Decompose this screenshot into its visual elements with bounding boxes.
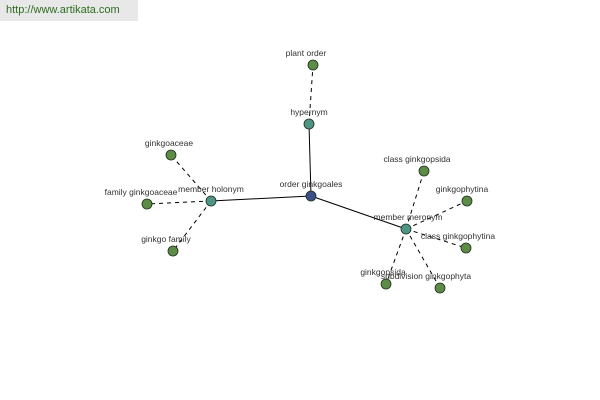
node-label-class-ginkgophytina[interactable]: class ginkgophytina <box>421 231 495 241</box>
node-label-plant-order[interactable]: plant order <box>286 48 327 58</box>
node-center[interactable] <box>305 190 317 202</box>
node-label-member-holonym[interactable]: member holonym <box>178 184 244 194</box>
node-subdivision-ginkgophyta[interactable] <box>434 282 446 294</box>
credit-link[interactable]: http://www.artikata.com <box>0 0 138 21</box>
edge-center-to-member-meronym <box>310 195 407 230</box>
nodes-layer <box>141 59 473 294</box>
edge-member-holonym-to-ginkgo-family <box>172 200 212 252</box>
edge-member-meronym-to-ginkgopsida <box>385 228 407 285</box>
edge-center-to-member-holonym <box>210 195 312 202</box>
node-label-member-meronym[interactable]: member meronym <box>374 212 443 222</box>
edge-hypernym-to-plant-order <box>308 64 314 125</box>
node-class-ginkgopsida[interactable] <box>418 165 430 177</box>
edges-layer <box>146 64 468 289</box>
node-label-ginkgo-family[interactable]: ginkgo family <box>141 234 191 244</box>
node-ginkgopsida[interactable] <box>380 278 392 290</box>
edge-member-holonym-to-family-ginkgoaceae <box>146 200 212 205</box>
node-label-subdivision-ginkgophyta[interactable]: subdivision ginkgophyta <box>381 271 472 281</box>
node-label-center[interactable]: order ginkgoales <box>280 179 343 189</box>
node-label-ginkgopsida[interactable]: ginkgopsida <box>360 267 406 277</box>
edge-member-holonym-to-ginkgoaceae <box>170 154 212 202</box>
node-member-meronym[interactable] <box>400 223 412 235</box>
edge-member-meronym-to-subdivision-ginkgophyta <box>405 228 441 289</box>
node-label-ginkgoaceae[interactable]: ginkgoaceae <box>145 138 193 148</box>
node-class-ginkgophytina[interactable] <box>460 242 472 254</box>
node-label-family-ginkgoaceae[interactable]: family ginkgoaceae <box>105 187 178 197</box>
node-hypernym[interactable] <box>303 118 315 130</box>
edge-center-to-hypernym <box>308 123 312 197</box>
edge-member-meronym-to-class-ginkgophytina <box>405 228 467 249</box>
node-label-ginkgophytina[interactable]: ginkgophytina <box>436 184 489 194</box>
node-member-holonym[interactable] <box>205 195 217 207</box>
node-label-class-ginkgopsida[interactable]: class ginkgopsida <box>383 154 450 164</box>
node-plant-order[interactable] <box>307 59 319 71</box>
node-family-ginkgoaceae[interactable] <box>141 198 153 210</box>
edge-member-meronym-to-class-ginkgopsida <box>405 170 425 230</box>
edge-member-meronym-to-ginkgophytina <box>405 200 468 230</box>
node-ginkgo-family[interactable] <box>167 245 179 257</box>
labels-layer: order ginkgoales hypernym member holonym me… <box>105 48 496 281</box>
node-label-hypernym[interactable]: hypernym <box>290 107 327 117</box>
node-ginkgoaceae[interactable] <box>165 149 177 161</box>
node-ginkgophytina[interactable] <box>461 195 473 207</box>
